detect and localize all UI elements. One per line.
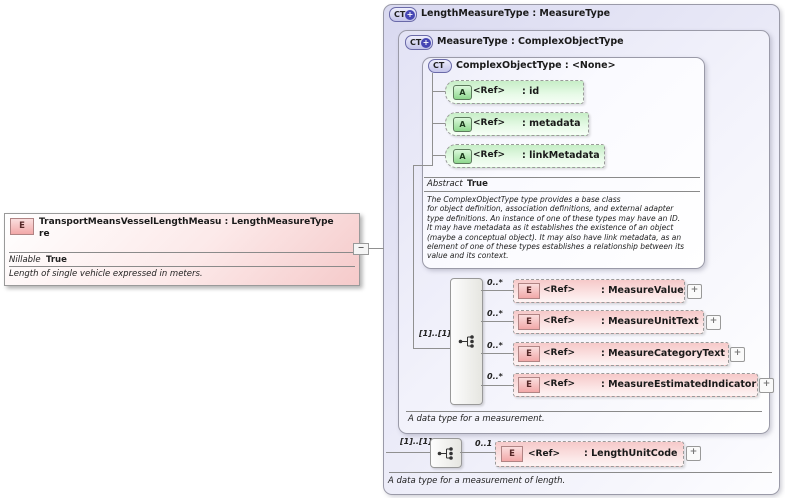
element-name: : MeasureValue	[601, 285, 684, 296]
element-name: : MeasureUnitText	[601, 316, 699, 327]
connector-line	[368, 248, 384, 249]
element-name: : LengthUnitCode	[584, 448, 678, 459]
connector-line	[433, 155, 445, 156]
complex-type-badge: CT	[428, 59, 452, 73]
complex-type-badge-label: CT	[410, 38, 422, 47]
sequence-icon	[437, 446, 453, 460]
expand-icon[interactable]: +	[686, 446, 701, 461]
expand-icon[interactable]: +	[706, 315, 721, 330]
element-ref-measure-category-text[interactable]: E <Ref> : MeasureCategoryText	[513, 342, 729, 366]
connector-line	[413, 165, 433, 166]
element-badge: E	[518, 314, 540, 330]
attribute-ref-label: <Ref>	[473, 150, 506, 160]
occurs-label: 0..*	[487, 309, 503, 318]
complex-type-badge-label: CT	[394, 10, 406, 19]
derived-type-plus-icon: +	[405, 9, 415, 20]
divider	[389, 472, 772, 473]
divider	[9, 252, 355, 253]
occurs-label: 0..*	[487, 341, 503, 350]
attribute-ref-metadata[interactable]: A <Ref> : metadata	[445, 112, 589, 136]
complex-type-badge-label: CT	[433, 61, 445, 70]
connector-line	[386, 452, 430, 453]
occurs-label: 0..*	[487, 372, 503, 381]
element-badge: E	[518, 377, 540, 393]
length-measure-type-annotation: A data type for a measurement of length.	[388, 476, 566, 486]
length-measure-type-title: LengthMeasureType : MeasureType	[421, 8, 611, 19]
element-badge: E	[501, 446, 523, 462]
sequence-compositor	[430, 438, 462, 468]
element-name: : MeasureEstimatedIndicator	[601, 379, 757, 390]
sequence-icon	[458, 335, 474, 348]
complex-object-type-title: ComplexObjectType : <None>	[456, 60, 616, 71]
attribute-badge: A	[453, 117, 472, 132]
element-badge: E	[518, 283, 540, 299]
measure-type-title: MeasureType : ComplexObjectType	[437, 36, 624, 47]
connector-line	[413, 348, 450, 349]
attribute-badge: A	[453, 149, 472, 164]
transport-means-vessel-length-measure-box[interactable]: E TransportMeansVesselLengthMeasu : Leng…	[4, 213, 360, 286]
connector-line	[433, 123, 445, 124]
expand-icon[interactable]: +	[687, 284, 702, 299]
connector-line	[460, 452, 495, 453]
complex-type-badge: CT +	[405, 35, 433, 50]
element-ref-measure-value[interactable]: E <Ref> : MeasureValue	[513, 279, 685, 303]
attribute-badge: A	[453, 85, 472, 100]
element-ref-label: <Ref>	[543, 348, 576, 358]
element-title-line1: TransportMeansVesselLengthMeasu : Length…	[39, 217, 334, 227]
occurs-label: 0..1	[475, 439, 493, 448]
attribute-name: : linkMetadata	[522, 150, 600, 161]
element-badge: E	[518, 346, 540, 362]
element-name: : MeasureCategoryText	[601, 348, 725, 359]
connector-line	[481, 385, 513, 386]
attribute-ref-label: <Ref>	[473, 86, 506, 96]
nillable-value: True	[46, 255, 67, 265]
element-title-line2: re	[39, 229, 50, 239]
abstract-label: Abstract	[427, 179, 463, 189]
divider	[406, 411, 762, 412]
sequence-compositor	[450, 278, 483, 405]
attribute-name: : metadata	[522, 118, 581, 129]
connector-line	[481, 353, 513, 354]
occurs-label: 0..*	[487, 278, 503, 287]
element-ref-label: <Ref>	[543, 316, 576, 326]
connector-line	[413, 165, 414, 349]
element-ref-measure-estimated-indicator[interactable]: E <Ref> : MeasureEstimatedIndicator	[513, 373, 758, 397]
connector-line	[481, 321, 513, 322]
attribute-ref-label: <Ref>	[473, 118, 506, 128]
nillable-label: Nillable	[9, 255, 41, 265]
attribute-name: : id	[522, 86, 540, 97]
element-ref-label: <Ref>	[528, 449, 561, 459]
connector-line	[432, 73, 433, 165]
divider	[9, 266, 355, 267]
element-ref-measure-unit-text[interactable]: E <Ref> : MeasureUnitText	[513, 310, 704, 334]
element-ref-label: <Ref>	[543, 379, 576, 389]
expand-icon[interactable]: +	[730, 347, 745, 362]
expand-icon[interactable]: +	[759, 378, 774, 393]
divider	[424, 191, 700, 192]
compositor-cardinality: [1]..[1]	[400, 437, 432, 446]
divider	[424, 177, 700, 178]
element-ref-length-unit-code[interactable]: E <Ref> : LengthUnitCode	[495, 441, 684, 467]
attribute-ref-link-metadata[interactable]: A <Ref> : linkMetadata	[445, 144, 605, 168]
measure-type-annotation: A data type for a measurement.	[408, 414, 545, 424]
connector-line	[433, 91, 445, 92]
element-annotation: Length of single vehicle expressed in me…	[9, 269, 203, 279]
attribute-ref-id[interactable]: A <Ref> : id	[445, 80, 584, 104]
collapse-icon[interactable]: −	[353, 243, 369, 255]
element-badge: E	[10, 218, 34, 235]
compositor-cardinality: [1]..[1]	[419, 329, 451, 338]
complex-type-badge: CT +	[389, 7, 417, 22]
complex-object-type-description: The ComplexObjectType type provides a ba…	[427, 195, 685, 261]
abstract-value: True	[467, 179, 488, 189]
element-ref-label: <Ref>	[543, 285, 576, 295]
connector-line	[481, 290, 513, 291]
derived-type-plus-icon: +	[421, 37, 431, 48]
